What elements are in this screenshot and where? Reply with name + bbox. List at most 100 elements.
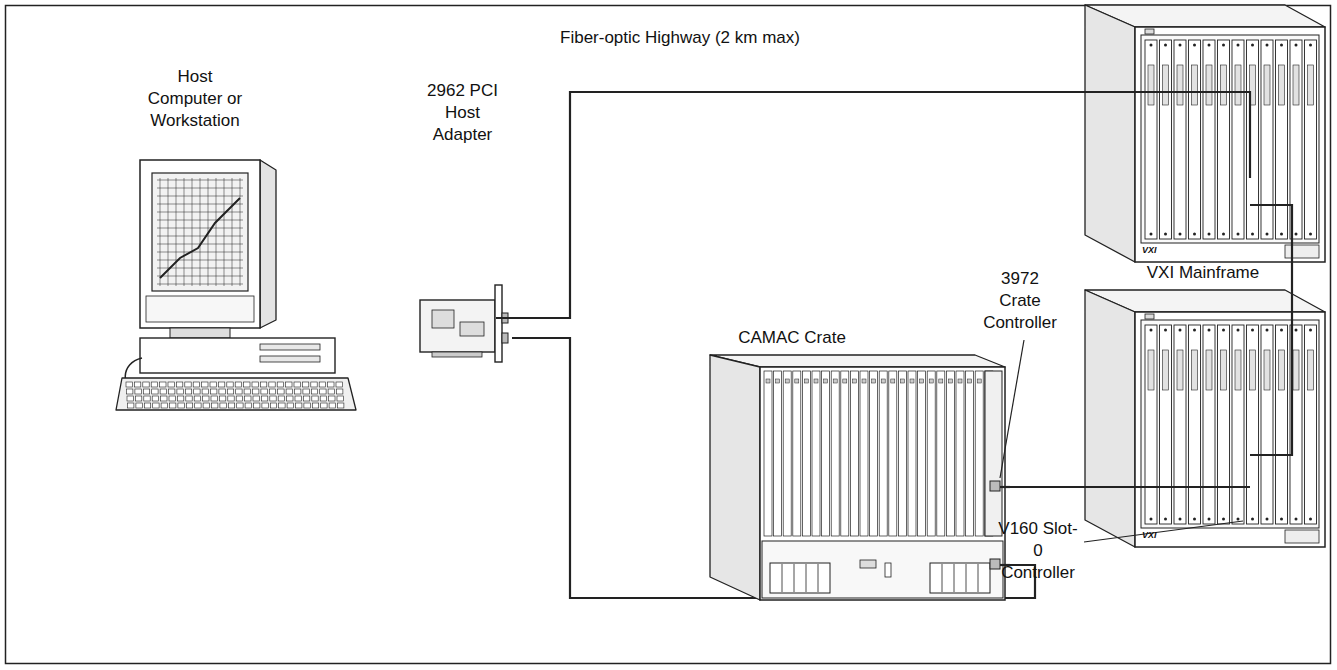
module-screw	[1251, 233, 1254, 236]
module-panel	[1293, 65, 1299, 105]
keyboard-key	[170, 403, 176, 408]
node-label: CAMAC Crate	[712, 327, 872, 349]
grille-bar	[782, 564, 783, 592]
controller-port	[990, 481, 1000, 491]
node-label: 2962 PCI Host Adapter	[415, 80, 510, 146]
fiber-optic-link	[1000, 486, 1010, 488]
keyboard-key	[211, 396, 217, 401]
keyboard-key	[185, 389, 191, 394]
keyboard	[116, 378, 356, 410]
module-screw	[1193, 44, 1196, 47]
crate-front	[760, 367, 1005, 600]
screen-grid	[224, 178, 225, 286]
camac-module	[764, 371, 772, 536]
keyboard-key	[287, 403, 293, 408]
keyboard-key	[219, 389, 225, 394]
vxi-module-card	[1189, 325, 1201, 524]
mainframe-front	[1135, 312, 1325, 547]
keyboard-key	[203, 403, 209, 408]
module-panel	[1221, 350, 1227, 390]
keyboard-key	[193, 382, 199, 387]
disk-drive	[260, 344, 320, 350]
screen-grid	[157, 196, 243, 197]
keyboard-key	[303, 396, 309, 401]
vxi-mainframe-illustration	[1085, 5, 1325, 262]
module-panel	[1308, 65, 1314, 105]
callout-label: 3972 Crate Controller	[978, 268, 1062, 334]
camac-module	[850, 371, 858, 536]
keyboard-key	[212, 403, 218, 408]
module-screw	[1179, 233, 1182, 236]
module-screw	[1222, 44, 1225, 47]
module-indicator	[804, 379, 808, 383]
keyboard-key	[261, 389, 267, 394]
module-indicator	[824, 379, 828, 383]
keyboard-key	[337, 389, 343, 394]
screen-plot	[160, 198, 240, 278]
module-indicator	[843, 379, 847, 383]
module-panel	[1235, 65, 1241, 105]
module-panel	[1177, 65, 1183, 105]
module-panel	[1308, 350, 1314, 390]
module-screw	[1164, 329, 1167, 332]
module-screw	[1179, 329, 1182, 332]
module-panel	[1264, 350, 1270, 390]
camac-module	[841, 371, 849, 536]
module-screw	[1208, 233, 1211, 236]
keyboard-key	[235, 382, 241, 387]
keyboard-key	[227, 382, 233, 387]
host-computer: Host Computer or Workstation	[110, 58, 360, 416]
module-indicator	[958, 379, 962, 383]
keyboard-key	[161, 396, 167, 401]
keyboard-key	[161, 403, 167, 408]
keyboard-key	[329, 396, 335, 401]
screen-grid	[176, 178, 177, 286]
module-panel	[1293, 350, 1299, 390]
module-indicator	[968, 379, 972, 383]
keyboard-key	[260, 382, 266, 387]
camac-module	[860, 371, 868, 536]
fan-grille	[930, 563, 990, 593]
fiber-optic-link	[1085, 486, 1250, 488]
vxi-module-card	[1247, 40, 1259, 239]
keyboard-key	[328, 389, 334, 394]
keyboard-key	[220, 403, 226, 408]
fiber-port	[502, 333, 508, 343]
module-screw	[1237, 329, 1240, 332]
keyboard-key	[144, 403, 150, 408]
keyboard-key	[195, 403, 201, 408]
keyboard-key	[261, 396, 267, 401]
module-panel	[1163, 65, 1169, 105]
grille-bar	[942, 564, 943, 592]
keyboard-key	[270, 403, 276, 408]
module-screw	[1295, 518, 1298, 521]
card-chip	[432, 310, 454, 328]
module-screw	[1222, 329, 1225, 332]
module-screw	[1237, 44, 1240, 47]
grille-bar	[954, 564, 955, 592]
screen-grid	[157, 284, 243, 285]
keyboard-key	[336, 382, 342, 387]
fiber-port	[502, 313, 508, 323]
card-edge-connector	[432, 352, 482, 357]
module-indicator	[948, 379, 952, 383]
module-screw	[1193, 329, 1196, 332]
keyboard-key	[178, 403, 184, 408]
keyboard-key	[337, 396, 343, 401]
screen-grid	[192, 178, 193, 286]
keyboard-key	[144, 396, 150, 401]
keyboard-key	[277, 382, 283, 387]
module-indicator	[872, 379, 876, 383]
keyboard-key	[296, 403, 302, 408]
system-unit	[140, 338, 335, 373]
fiber-optic-link	[1250, 205, 1292, 455]
mainframe-side	[1085, 5, 1135, 262]
screen-grid	[200, 178, 201, 286]
keyboard-key	[228, 403, 234, 408]
module-indicator	[785, 379, 789, 383]
module-screw	[1179, 518, 1182, 521]
vxi-module-card	[1160, 40, 1172, 239]
module-indicator	[776, 379, 780, 383]
keyboard-key	[321, 403, 327, 408]
grille-bar	[978, 564, 979, 592]
